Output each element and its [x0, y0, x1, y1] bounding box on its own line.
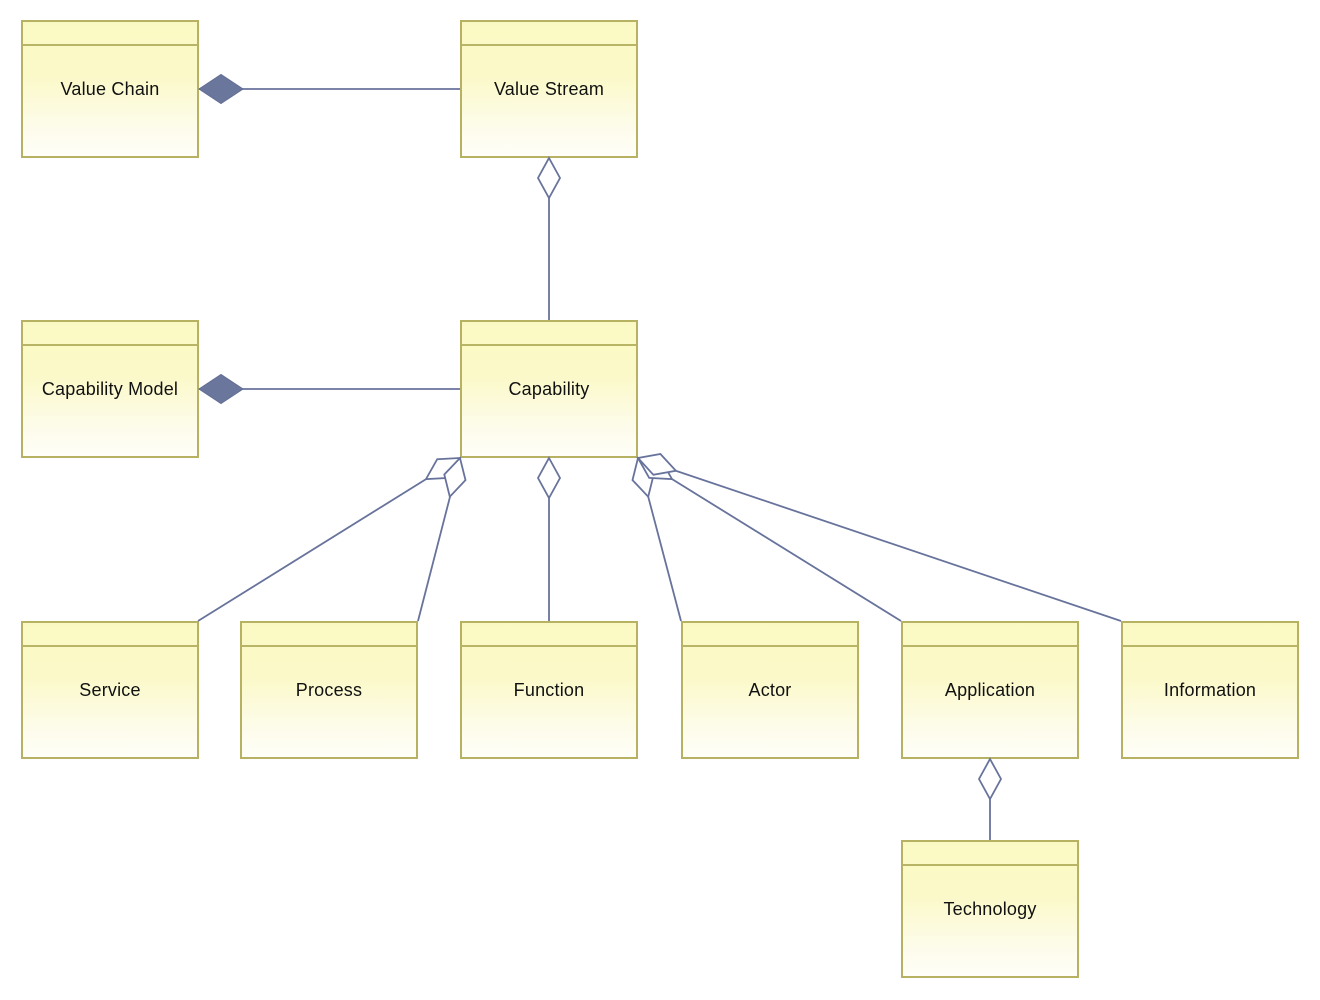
node-service[interactable]: Service	[21, 621, 199, 759]
node-capability-model[interactable]: Capability Model	[21, 320, 199, 458]
aggregation-diamond-icon	[536, 456, 562, 500]
edge-capability-application	[637, 457, 902, 622]
node-header	[23, 623, 197, 647]
node-actor[interactable]: Actor	[681, 621, 859, 759]
node-application[interactable]: Application	[901, 621, 1079, 759]
node-label: Capability	[508, 378, 590, 399]
node-label: Technology	[943, 898, 1037, 919]
node-header	[903, 623, 1077, 647]
edge-capability-service	[197, 457, 461, 622]
composition-diamond-icon	[198, 373, 244, 405]
node-value-chain[interactable]: Value Chain	[21, 20, 199, 158]
node-label: Application	[944, 679, 1036, 700]
node-capability[interactable]: Capability	[460, 320, 638, 458]
node-technology[interactable]: Technology	[901, 840, 1079, 978]
edge-capability-information	[637, 457, 1122, 622]
node-header	[683, 623, 857, 647]
composition-diamond-icon	[198, 73, 244, 105]
edge-capability-actor	[637, 457, 682, 622]
node-process[interactable]: Process	[240, 621, 418, 759]
node-header	[23, 22, 197, 46]
node-information[interactable]: Information	[1121, 621, 1299, 759]
node-header	[242, 623, 416, 647]
aggregation-diamond-icon	[636, 457, 674, 481]
node-header	[903, 842, 1077, 866]
node-header	[462, 22, 636, 46]
node-label: Capability Model	[41, 378, 179, 399]
node-header	[23, 322, 197, 346]
node-label: Actor	[748, 679, 792, 700]
node-label: Information	[1163, 679, 1257, 700]
node-label: Service	[79, 679, 141, 700]
node-label: Process	[295, 679, 363, 700]
edge-capability-process	[417, 457, 461, 622]
aggregation-diamond-icon	[631, 456, 655, 499]
node-function[interactable]: Function	[460, 621, 638, 759]
node-value-stream[interactable]: Value Stream	[460, 20, 638, 158]
node-header	[462, 623, 636, 647]
node-label: Value Chain	[60, 78, 160, 99]
aggregation-diamond-icon	[636, 453, 678, 476]
node-header	[462, 322, 636, 346]
node-label: Function	[513, 679, 585, 700]
aggregation-diamond-icon	[424, 457, 462, 481]
aggregation-diamond-icon	[443, 456, 467, 499]
node-header	[1123, 623, 1297, 647]
aggregation-diamond-icon	[536, 156, 562, 200]
aggregation-diamond-icon	[977, 757, 1003, 801]
node-label: Value Stream	[493, 78, 605, 99]
